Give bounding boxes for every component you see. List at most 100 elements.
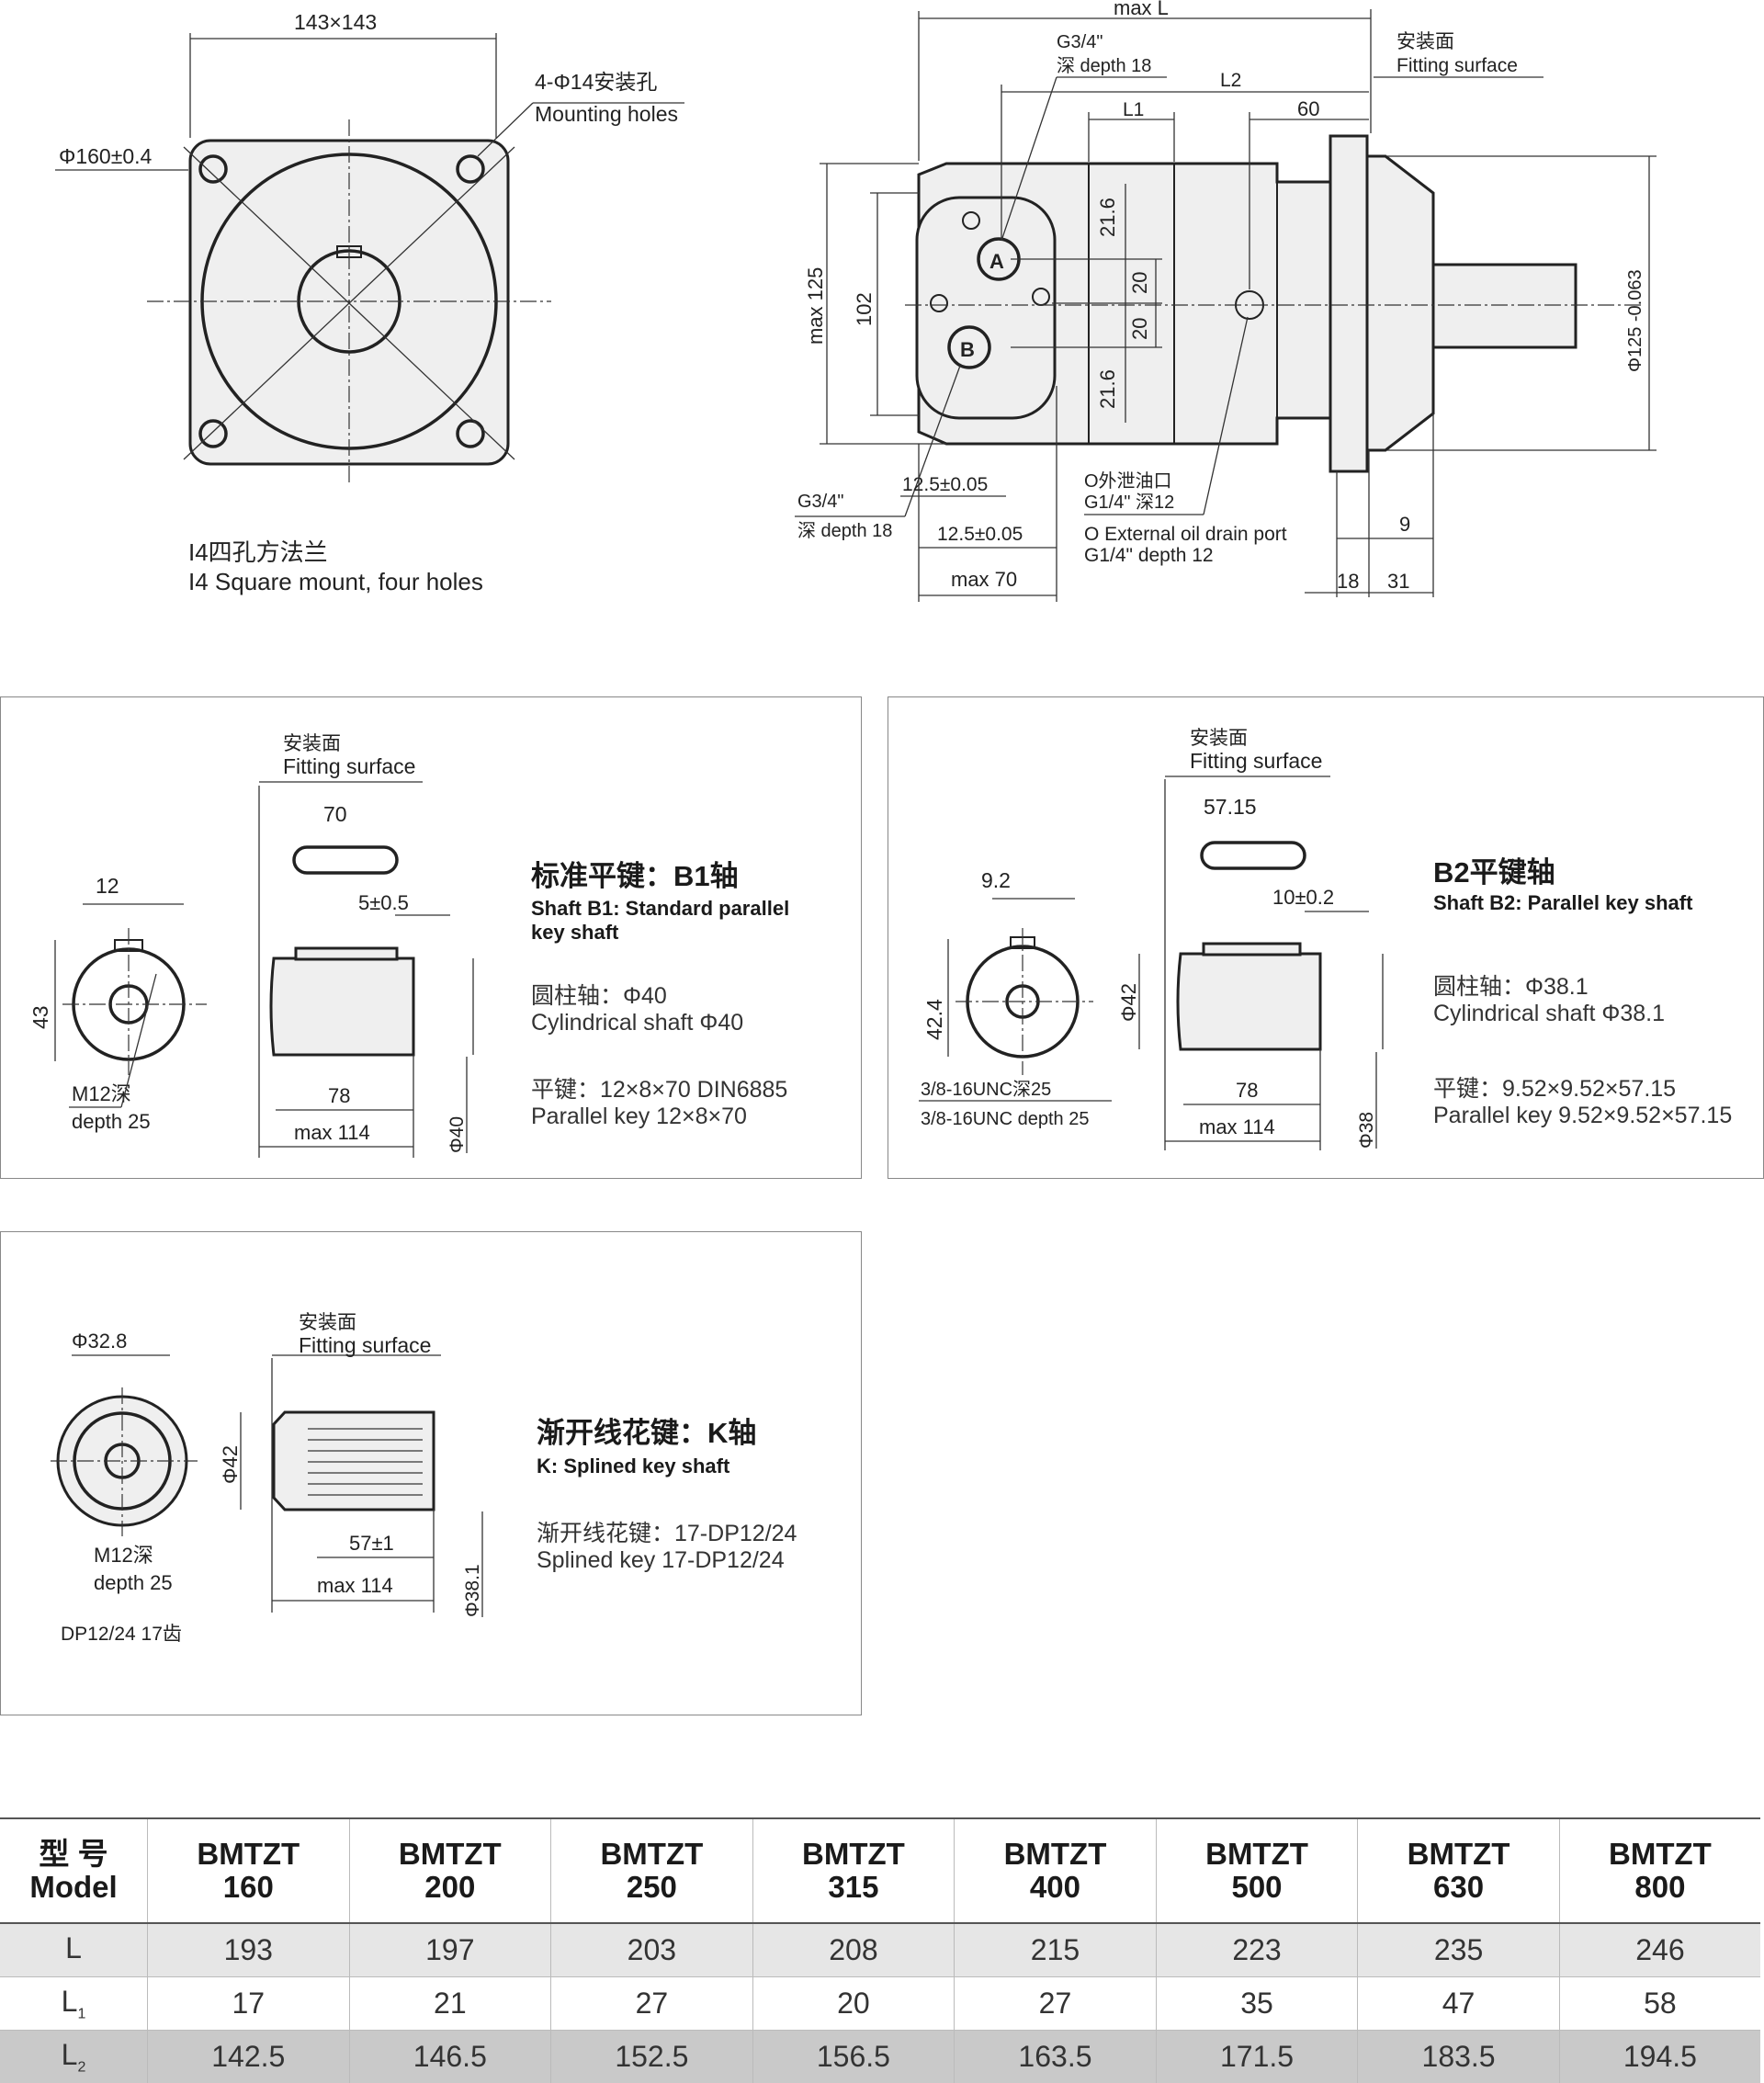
k-spline-cn: 渐开线花键：17-DP12/24	[537, 1521, 797, 1547]
table-cell: 246	[1559, 1923, 1760, 1977]
table-cell: 215	[955, 1923, 1157, 1977]
port-b-label: B	[960, 338, 975, 361]
l1-label: L1	[1123, 99, 1144, 120]
model-name: BMTZT	[955, 1838, 1156, 1871]
dim-60: 60	[1297, 97, 1319, 120]
model-size: 200	[350, 1871, 551, 1904]
port-g34-top: G3/4"	[1057, 32, 1102, 52]
port-depth-bottom: 深 depth 18	[797, 520, 892, 541]
dim-21-6-b: 21.6	[1096, 369, 1119, 409]
model-size: 800	[1560, 1871, 1760, 1904]
model-name: BMTZT	[1358, 1838, 1559, 1871]
b2-cyl-en: Cylindrical shaft Φ38.1	[1433, 1001, 1665, 1027]
model-name: BMTZT	[551, 1838, 752, 1871]
table-cell: 171.5	[1156, 2031, 1358, 2083]
header-label-cn: 型 号	[0, 1838, 147, 1871]
model-size: 400	[955, 1871, 1156, 1904]
dim-9: 9	[1399, 513, 1410, 536]
port-a-label: A	[989, 250, 1004, 273]
table-cell: 47	[1358, 1977, 1560, 2031]
b2-cyl-cn: 圆柱轴：Φ38.1	[1433, 974, 1589, 1001]
table-cell: 163.5	[955, 2031, 1157, 2083]
drain-port-en: O External oil drain port	[1084, 524, 1287, 545]
row-label: L1	[0, 1977, 148, 2031]
port-g34-bottom: G3/4"	[797, 492, 843, 512]
b2-subtitle: Shaft B2: Parallel key shaft	[1433, 891, 1692, 915]
max-l-label: max L	[1114, 0, 1169, 19]
drain-port-cn2: G1/4" 深12	[1084, 492, 1174, 513]
row-label: L	[0, 1923, 148, 1977]
motor-side-view: A B max L G3/4" 深 depth 18 安装面 Fitting s…	[795, 0, 1657, 602]
table-cell: 223	[1156, 1923, 1358, 1977]
table-cell: 35	[1156, 1977, 1358, 2031]
table-cell: 146.5	[349, 2031, 551, 2083]
table-row: L 193 197 203 208 215 223 235 246	[0, 1923, 1760, 1977]
phi-125-label: Φ125 -0.063	[1625, 269, 1645, 372]
model-size: 315	[753, 1871, 955, 1904]
table-cell: 58	[1559, 1977, 1760, 2031]
mounting-holes-label-cn: 4-Φ14安装孔	[535, 70, 657, 94]
model-size: 630	[1358, 1871, 1559, 1904]
k-subtitle: K: Splined key shaft	[537, 1455, 729, 1478]
table-header-model: 型 号 Model	[0, 1818, 148, 1923]
dim-31: 31	[1387, 570, 1409, 593]
table-cell: 20	[752, 1977, 955, 2031]
table-cell: 235	[1358, 1923, 1560, 1977]
flange-caption-cn: I4四孔方法兰	[188, 538, 328, 566]
k-title: 渐开线花键：K轴	[537, 1418, 756, 1449]
dim-20-b: 20	[1128, 318, 1151, 340]
b1-title: 标准平键：B1轴	[531, 861, 739, 892]
dim-102: 102	[853, 292, 876, 326]
b1-cyl-cn: 圆柱轴：Φ40	[531, 983, 667, 1010]
max-125-label: max 125	[804, 267, 827, 345]
offset-1-label: 12.5±0.05	[902, 474, 988, 495]
drain-port-cn: O外泄油口	[1084, 470, 1172, 492]
table-cell: 194.5	[1559, 2031, 1760, 2083]
table-cell: 27	[955, 1977, 1157, 2031]
b1-cyl-en: Cylindrical shaft Φ40	[531, 1010, 743, 1036]
l2-label: L2	[1220, 70, 1241, 91]
row-label: L2	[0, 2031, 148, 2083]
table-cell: 17	[148, 1977, 350, 2031]
model-name: BMTZT	[753, 1838, 955, 1871]
b2-key-cn: 平键：9.52×9.52×57.15	[1433, 1076, 1676, 1103]
dim-20-a: 20	[1128, 272, 1151, 294]
table-cell: 208	[752, 1923, 955, 1977]
table-cell: 27	[551, 1977, 753, 2031]
table-cell: 142.5	[148, 2031, 350, 2083]
bolt-circle-label: Φ160±0.4	[59, 144, 153, 168]
mounting-holes-label-en: Mounting holes	[535, 102, 678, 126]
model-size: 500	[1157, 1871, 1358, 1904]
model-name: BMTZT	[1560, 1838, 1760, 1871]
table-cell: 156.5	[752, 2031, 955, 2083]
fitting-surface-en: Fitting surface	[1396, 55, 1518, 76]
offset-2-label: 12.5±0.05	[937, 524, 1023, 545]
b2-title: B2平键轴	[1433, 857, 1555, 889]
fitting-surface-cn: 安装面	[1396, 31, 1454, 52]
model-size: 160	[148, 1871, 349, 1904]
b1-subtitle: Shaft B1: Standard parallel key shaft	[531, 897, 825, 945]
panel-k	[0, 1231, 862, 1715]
model-name: BMTZT	[350, 1838, 551, 1871]
drain-port-en2: G1/4" depth 12	[1084, 545, 1214, 566]
flange-caption-en: I4 Square mount, four holes	[188, 568, 483, 595]
dim-21-6-a: 21.6	[1096, 198, 1119, 237]
model-name: BMTZT	[148, 1838, 349, 1871]
table-cell: 183.5	[1358, 2031, 1560, 2083]
port-depth-top: 深 depth 18	[1057, 55, 1151, 76]
model-size: 250	[551, 1871, 752, 1904]
max-70-label: max 70	[951, 568, 1017, 591]
k-spline-en: Splined key 17-DP12/24	[537, 1547, 785, 1574]
table-cell: 193	[148, 1923, 350, 1977]
b1-key-en: Parallel key 12×8×70	[531, 1104, 747, 1130]
flange-front-view: 143×143 Φ160±0.4 4-Φ14安装孔 Mounting holes…	[55, 10, 684, 595]
model-name: BMTZT	[1157, 1838, 1358, 1871]
